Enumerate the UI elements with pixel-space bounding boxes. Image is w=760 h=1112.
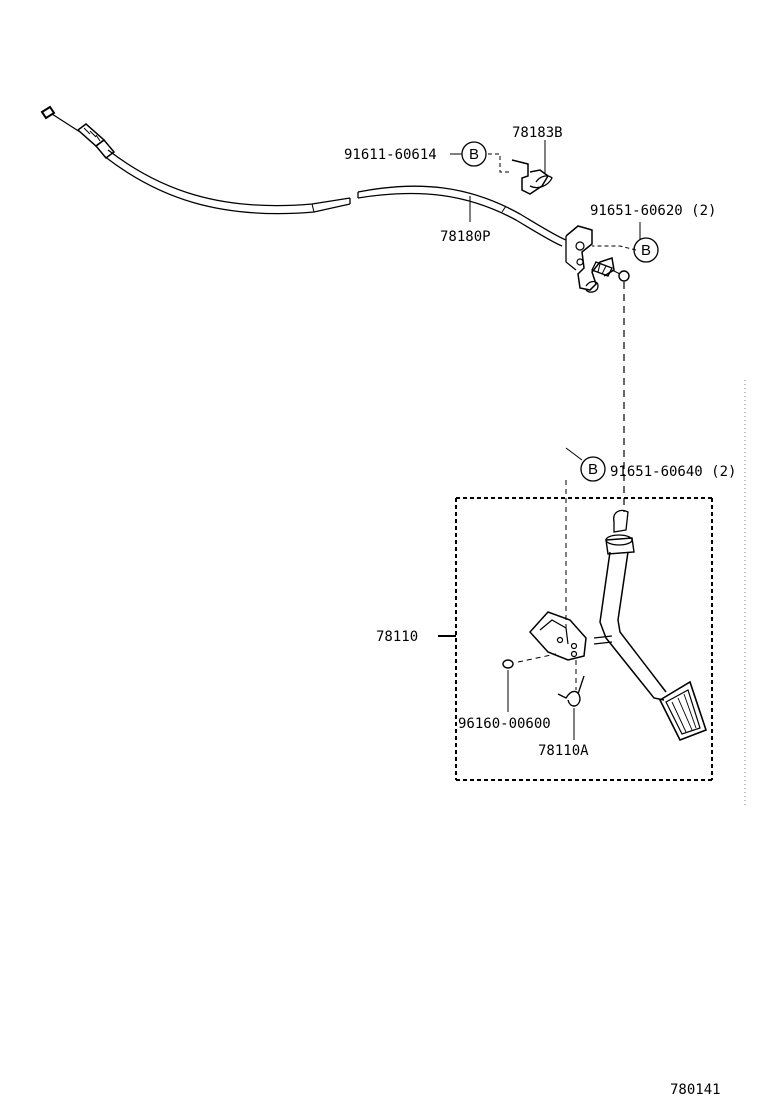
accelerator-cable-78180p (40, 105, 567, 247)
spring-78110a (557, 675, 585, 740)
pedal-assembly-boundary (438, 497, 713, 781)
callout-b-pedal: B (580, 456, 606, 482)
figure-number: 780141 (670, 1082, 721, 1098)
label-78183b: 78183B (512, 125, 563, 141)
washer-96160-00600 (502, 659, 514, 712)
label-91611-60614: 91611-60614 (344, 147, 437, 163)
pedal-bracket (517, 447, 587, 690)
label-91651-60640: 91651-60640 (2) (610, 464, 736, 480)
label-78180p: 78180P (440, 229, 491, 245)
label-78110: 78110 (376, 629, 418, 645)
label-78110a: 78110A (538, 743, 589, 759)
svg-text:B: B (588, 461, 598, 478)
svg-text:B: B (641, 242, 651, 259)
callout-b-right: B (633, 237, 659, 263)
svg-text:B: B (469, 146, 479, 163)
clip-78183b (488, 140, 553, 195)
label-91651-60620: 91651-60620 (2) (590, 203, 716, 219)
callout-b-top: B (450, 141, 487, 167)
label-96160-00600: 96160-00600 (458, 716, 551, 732)
accelerator-pedal (593, 509, 708, 742)
cable-bracket (565, 222, 641, 293)
